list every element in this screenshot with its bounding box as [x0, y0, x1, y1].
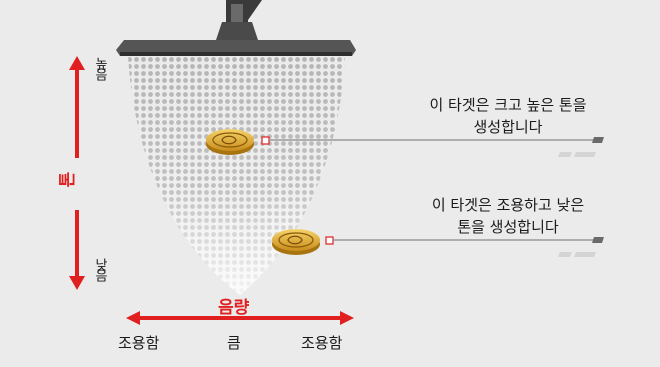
tone-axis-label: 톤 — [58, 172, 75, 192]
leader-line-1 — [269, 137, 604, 157]
volume-axis-label: 음량 — [218, 298, 250, 318]
detection-cone — [128, 55, 345, 295]
detector-coil — [116, 0, 356, 56]
target1-line1: 이 타겟은 크고 높은 톤을 — [429, 96, 587, 114]
leader-line-2 — [333, 237, 604, 257]
tone-arrow — [69, 56, 85, 290]
target-coin-2 — [272, 229, 334, 255]
target2-line1: 이 타겟은 조용하고 낮은 — [431, 196, 585, 214]
tone-high-label: 높음 — [92, 57, 107, 79]
target2-line2: 톤을 생성합니다 — [457, 218, 559, 236]
target1-annotation: 이 타겟은 크고 높은 톤을 생성합니다 — [408, 94, 608, 138]
target2-annotation: 이 타겟은 조용하고 낮은 톤을 생성합니다 — [408, 194, 608, 238]
volume-right-label: 조용함 — [301, 334, 343, 352]
volume-center-label: 큼 — [227, 334, 241, 352]
volume-left-label: 조용함 — [118, 334, 160, 352]
target-coin-1 — [206, 129, 270, 155]
volume-arrow — [126, 311, 354, 325]
tone-low-label: 낮음 — [92, 258, 107, 280]
target1-line2: 생성합니다 — [473, 118, 543, 136]
